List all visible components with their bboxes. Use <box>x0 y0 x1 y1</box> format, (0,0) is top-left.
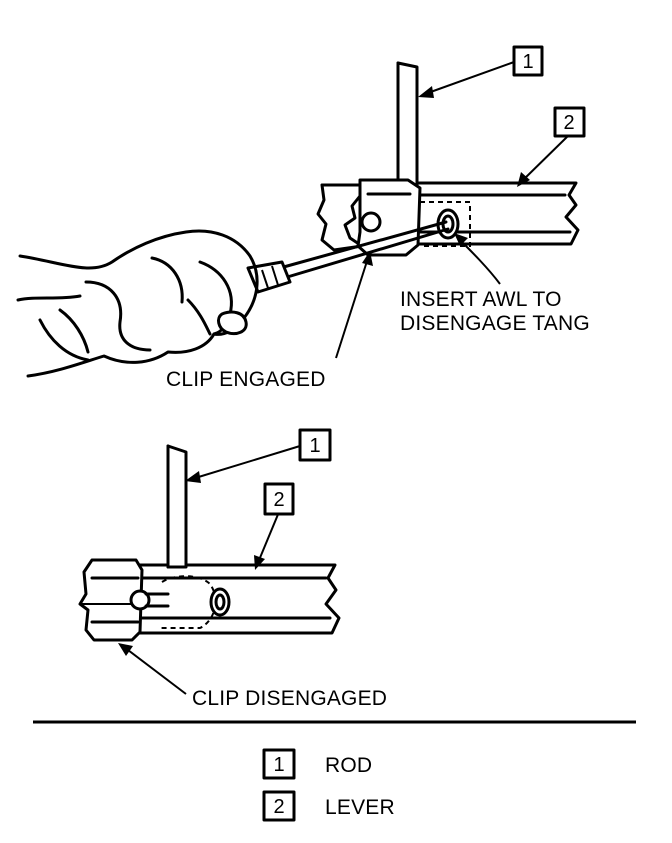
callout-lever-bottom: 2 <box>254 482 295 570</box>
clip-disengaged-shape <box>78 558 231 642</box>
legend-item-lever: 2 LEVER <box>262 790 395 822</box>
legend-rod-text: ROD <box>325 754 372 777</box>
callout-rod-bottom: 1 <box>185 428 332 483</box>
callout-lever-number-bottom: 2 <box>273 489 284 511</box>
legend-lever-number: 2 <box>273 796 284 818</box>
clip-engaged-arrow <box>335 251 373 359</box>
lever-bottom <box>134 563 341 635</box>
legend: 1 ROD 2 LEVER <box>262 748 395 822</box>
bottom-view: 1 2 CLIP DISENGAGED <box>78 428 387 710</box>
clip-engaged-label: CLIP ENGAGED <box>166 368 326 391</box>
rod-bottom <box>166 444 188 569</box>
callout-rod-number-bottom: 1 <box>309 435 320 457</box>
top-view: 1 2 INSERT AWL TO DISENGAGE TANG CLIP EN… <box>16 45 590 391</box>
insert-awl-label-line2: DISENGAGE TANG <box>400 312 590 335</box>
callout-rod-number: 1 <box>522 51 533 73</box>
legend-lever-text: LEVER <box>325 796 395 819</box>
insert-awl-label-line1: INSERT AWL TO <box>400 288 562 311</box>
clip-engaged-shape <box>316 178 471 257</box>
insert-awl-arrow <box>454 233 501 285</box>
legend-item-rod: 1 ROD <box>262 748 372 780</box>
hand-illustration <box>16 229 259 378</box>
clip-disengaged-label: CLIP DISENGAGED <box>192 687 387 710</box>
callout-rod-top: 1 <box>418 45 544 98</box>
clip-disengaged-arrow <box>118 643 187 695</box>
legend-rod-number: 1 <box>273 754 284 776</box>
callout-lever-top: 2 <box>517 106 586 187</box>
callout-lever-number: 2 <box>563 112 574 134</box>
